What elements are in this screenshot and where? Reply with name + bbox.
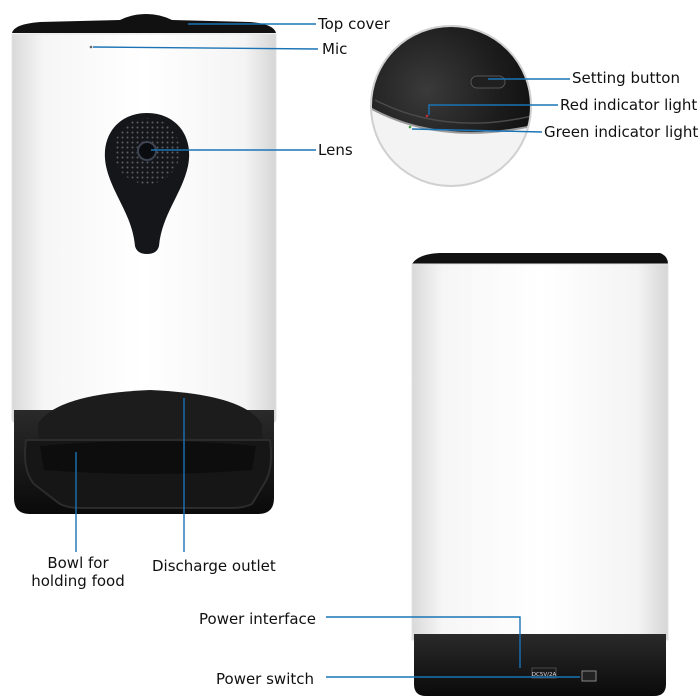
green-indicator-light [408,125,412,129]
power-interface-port [531,667,557,679]
rear-base [414,634,666,696]
mic-hole [89,45,93,49]
setting-button [470,75,506,89]
feeder-front-view [11,14,277,514]
label-power-switch: Power switch [216,670,315,688]
label-power-interface: Power interface [199,610,317,628]
leader-green-indicator [411,128,543,133]
lens [137,141,157,161]
leader-power-interface [326,616,521,668]
power-port-label: DC5V/2A [532,672,557,678]
discharge-outlet [38,390,262,440]
control-panel-zoom [370,25,532,187]
leader-lines [75,23,580,678]
feeder-rear-view: DC5V/2A [411,253,669,696]
label-red-indicator: Red indicator light [560,96,698,114]
top-cover [12,14,276,33]
leader-mic [92,46,319,50]
leader-red-indicator [428,104,558,115]
label-lens: Lens [318,141,353,159]
red-indicator-light [425,114,429,118]
label-setting-button: Setting button [572,69,680,87]
label-mic: Mic [322,40,348,58]
label-green-indicator: Green indicator light [544,123,699,141]
bowl-inner [40,441,256,474]
rear-body [411,263,669,641]
label-discharge-outlet: Discharge outlet [152,557,276,575]
label-bowl: Bowl for holding food [31,554,125,590]
power-switch [581,670,597,682]
label-top-cover: Top cover [318,15,390,33]
